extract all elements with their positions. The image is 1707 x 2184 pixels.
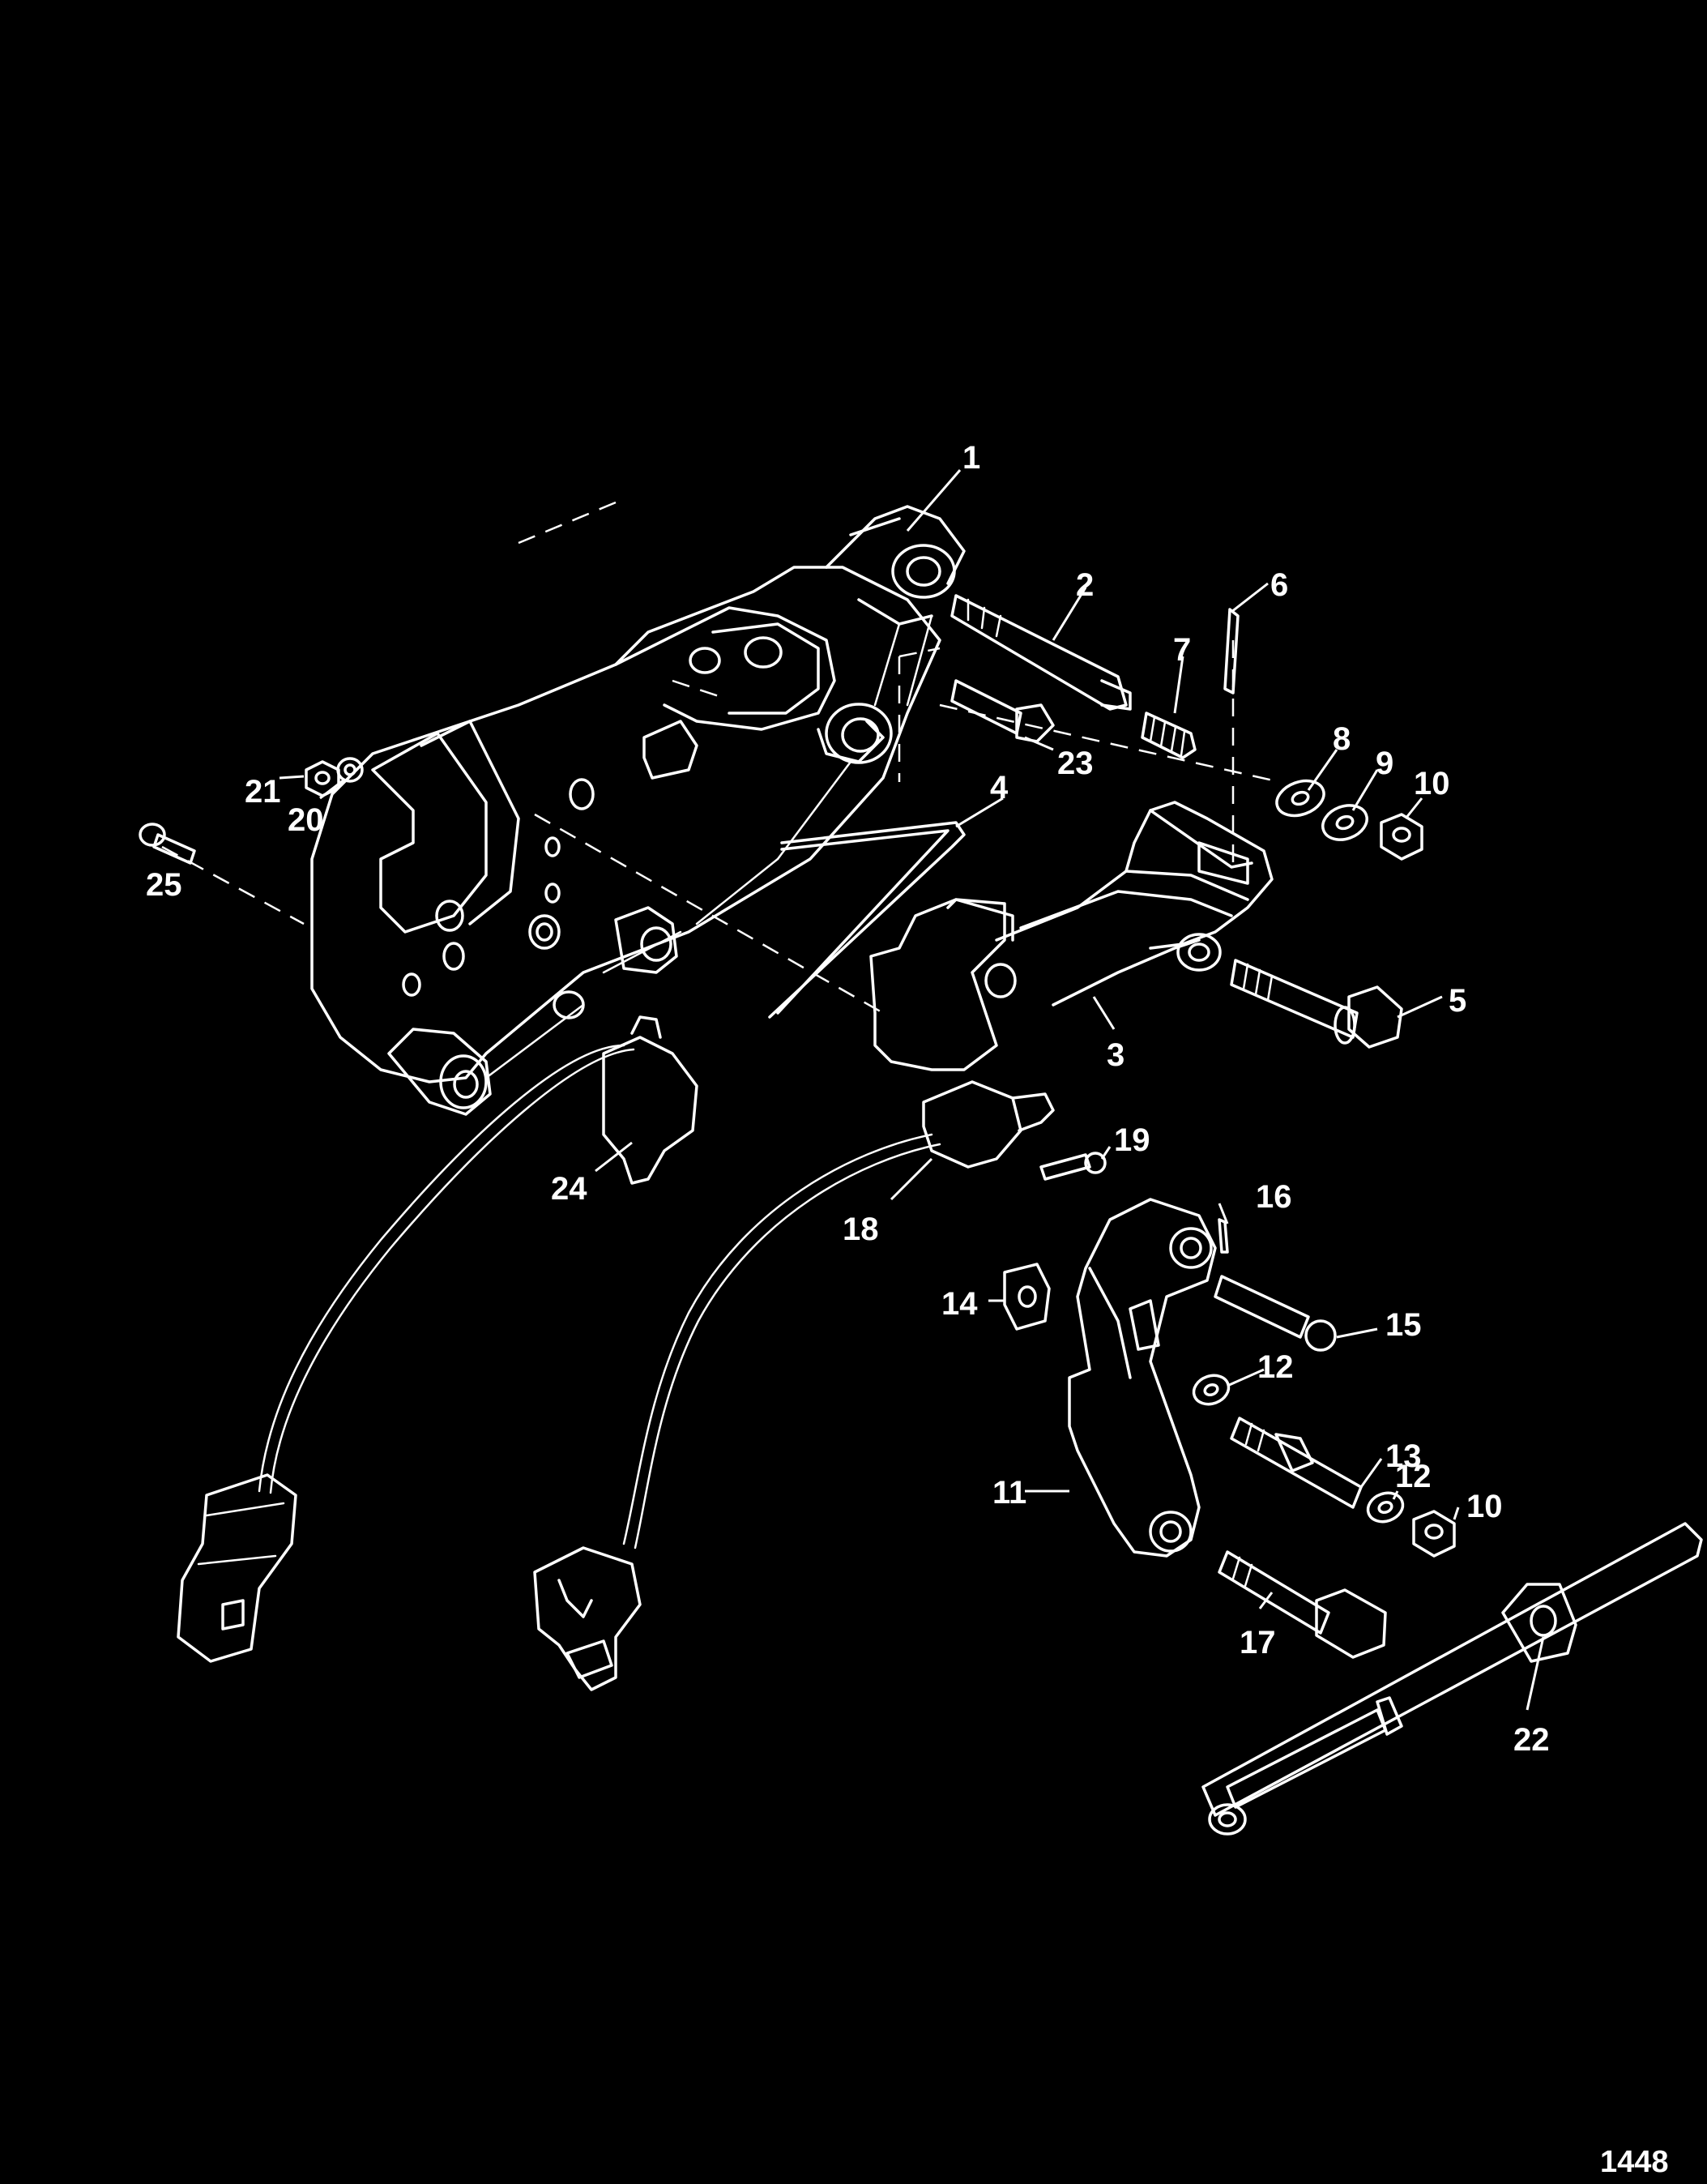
callout-labels: 1 2 6 7 23 8 9 10 4 5 3 21 20 25 24 19 1… xyxy=(146,440,1550,1758)
callout-24: 24 xyxy=(551,1171,587,1207)
callout-23: 23 xyxy=(1057,746,1094,781)
callout-12-lower: 12 xyxy=(1395,1459,1432,1494)
callout-6: 6 xyxy=(1270,567,1288,603)
callout-18: 18 xyxy=(843,1212,879,1247)
callout-25: 25 xyxy=(146,867,182,903)
callout-13: 13 xyxy=(1385,1438,1422,1474)
alignment-lines xyxy=(161,501,1281,1015)
link-rod-part xyxy=(768,821,966,1019)
leader-lines xyxy=(279,469,1545,1711)
shift-bracket-part xyxy=(310,505,966,1116)
nut-washer-20-21 xyxy=(305,757,364,797)
callout-4: 4 xyxy=(990,770,1009,806)
pin-15-part xyxy=(1214,1275,1337,1352)
callout-17: 17 xyxy=(1240,1625,1276,1660)
callout-2: 2 xyxy=(1076,567,1094,603)
callout-10-top: 10 xyxy=(1414,766,1450,801)
bolt-17-part xyxy=(1218,1550,1387,1659)
callout-11: 11 xyxy=(992,1475,1026,1511)
stud-part xyxy=(950,594,1132,711)
nut-10-top xyxy=(1380,813,1423,861)
clip-14-part xyxy=(1003,1263,1051,1331)
bolt-5-part xyxy=(1230,959,1403,1049)
callout-1: 1 xyxy=(962,440,980,476)
callout-14: 14 xyxy=(941,1286,978,1322)
screw-25-part xyxy=(139,823,196,865)
spring-part xyxy=(1141,712,1197,759)
pin-16-part xyxy=(1218,1218,1229,1254)
callout-22: 22 xyxy=(1513,1722,1550,1758)
stud-13-part xyxy=(1230,1417,1363,1509)
callout-12-top: 12 xyxy=(1257,1349,1294,1385)
callout-19: 19 xyxy=(1114,1122,1150,1158)
callout-16: 16 xyxy=(1256,1179,1292,1215)
lever-11-part xyxy=(1068,1198,1217,1558)
callout-9: 9 xyxy=(1376,746,1393,781)
bolt-23-part xyxy=(950,679,1055,743)
washers-12 xyxy=(1192,1374,1405,1524)
callout-5: 5 xyxy=(1449,983,1466,1019)
callout-20: 20 xyxy=(288,802,324,838)
lever-part-3 xyxy=(869,801,1274,1071)
figure-number: 1448 xyxy=(1600,2145,1669,2179)
nut-10-lower xyxy=(1412,1510,1456,1558)
callout-3: 3 xyxy=(1107,1037,1124,1073)
callout-15: 15 xyxy=(1385,1307,1422,1343)
washers-8-9 xyxy=(1275,779,1368,841)
sensor-24-part xyxy=(177,1015,698,1663)
callout-21: 21 xyxy=(245,774,281,810)
callout-7: 7 xyxy=(1173,632,1191,668)
callout-10-lower: 10 xyxy=(1466,1489,1503,1524)
switch-18-part xyxy=(533,1080,1055,1691)
screw-19-part xyxy=(1039,1152,1107,1181)
cotter-pin-part xyxy=(1223,608,1240,695)
callout-8: 8 xyxy=(1333,721,1351,757)
cylinder-22-part xyxy=(1201,1522,1703,1836)
